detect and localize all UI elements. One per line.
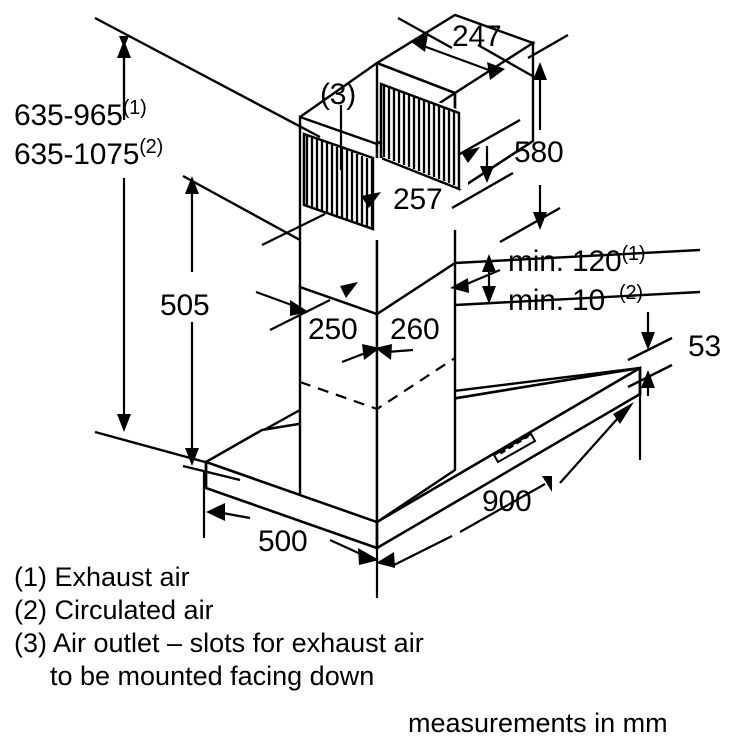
- dim-label-260: 260: [390, 313, 440, 346]
- vent-rear-mask-lower: [381, 162, 459, 230]
- dim-ref-1b: (1): [621, 243, 646, 265]
- dim-label-mount-height-circulated: 635-1075(2): [14, 137, 163, 170]
- legend: (1) Exhaust air (2) Circulated air (3) A…: [14, 561, 424, 693]
- vent-slots-icon-left: [302, 128, 382, 240]
- dim-250-260: [255, 268, 501, 364]
- dim-ref-2a: (2): [139, 136, 164, 158]
- dim-label-257: 257: [393, 183, 443, 216]
- dim-label-247: 247: [452, 20, 502, 53]
- vent-left-frame: [302, 132, 375, 231]
- vent-left-mask-bottom: [304, 205, 373, 240]
- vent-left-mask-top: [304, 128, 373, 158]
- dim-label-min-120: min. 120(1): [508, 243, 646, 278]
- vent-left-mask-right: [373, 158, 382, 240]
- vent-slots-icon-rear: [379, 80, 468, 230]
- dim-257: [261, 118, 521, 331]
- dim-label-53: 53: [688, 330, 721, 363]
- legend-item-3-cont: to be mounted facing down: [50, 660, 375, 691]
- dim-value-635-1075: 635-1075: [14, 138, 140, 171]
- dim-label-500: 500: [258, 525, 308, 558]
- dim-ref-1a: (1): [122, 97, 147, 119]
- legend-item-3: (3) Air outlet – slots for exhaust air: [14, 627, 424, 658]
- dim-580: [499, 33, 569, 244]
- dim-label-mount-height-exhaust: 635-965(1): [14, 98, 147, 131]
- dim-ref-2b: (2): [618, 282, 643, 304]
- control-panel-icon: [492, 432, 537, 464]
- callout-label-3: (3): [320, 78, 357, 111]
- dim-53: [627, 312, 673, 396]
- dim-min-distance: [454, 248, 701, 307]
- dim-500: [202, 470, 379, 598]
- vent-slots-left-slats: [305, 136, 374, 231]
- dim-label-900: 900: [482, 485, 532, 518]
- vent-rear-frame: [379, 82, 461, 191]
- chimney-lower: [298, 260, 457, 525]
- dim-900: [376, 380, 642, 568]
- vent-slots-rear-slats: [382, 85, 456, 185]
- dim-label-505: 505: [160, 289, 210, 322]
- units-note: measurements in mm: [408, 708, 668, 738]
- dim-value-min-120: min. 120: [508, 245, 622, 278]
- chimney-hidden-base-edge: [299, 357, 456, 411]
- legend-item-1: (1) Exhaust air: [14, 562, 190, 592]
- dim-label-580: 580: [514, 136, 564, 169]
- dim-label-min-10: min. 10 (2): [508, 283, 643, 316]
- dim-mount-height: [94, 16, 321, 464]
- dim-247: [397, 16, 537, 80]
- chimney-top-left-edge: [299, 62, 378, 118]
- dim-label-250: 250: [308, 313, 358, 346]
- control-panel-buttons: [499, 434, 529, 455]
- legend-item-2: (2) Circulated air: [14, 594, 214, 625]
- dim-505: [182, 174, 301, 482]
- dim-value-min-10: min. 10: [508, 284, 605, 317]
- dim-value-635-965: 635-965: [14, 99, 123, 132]
